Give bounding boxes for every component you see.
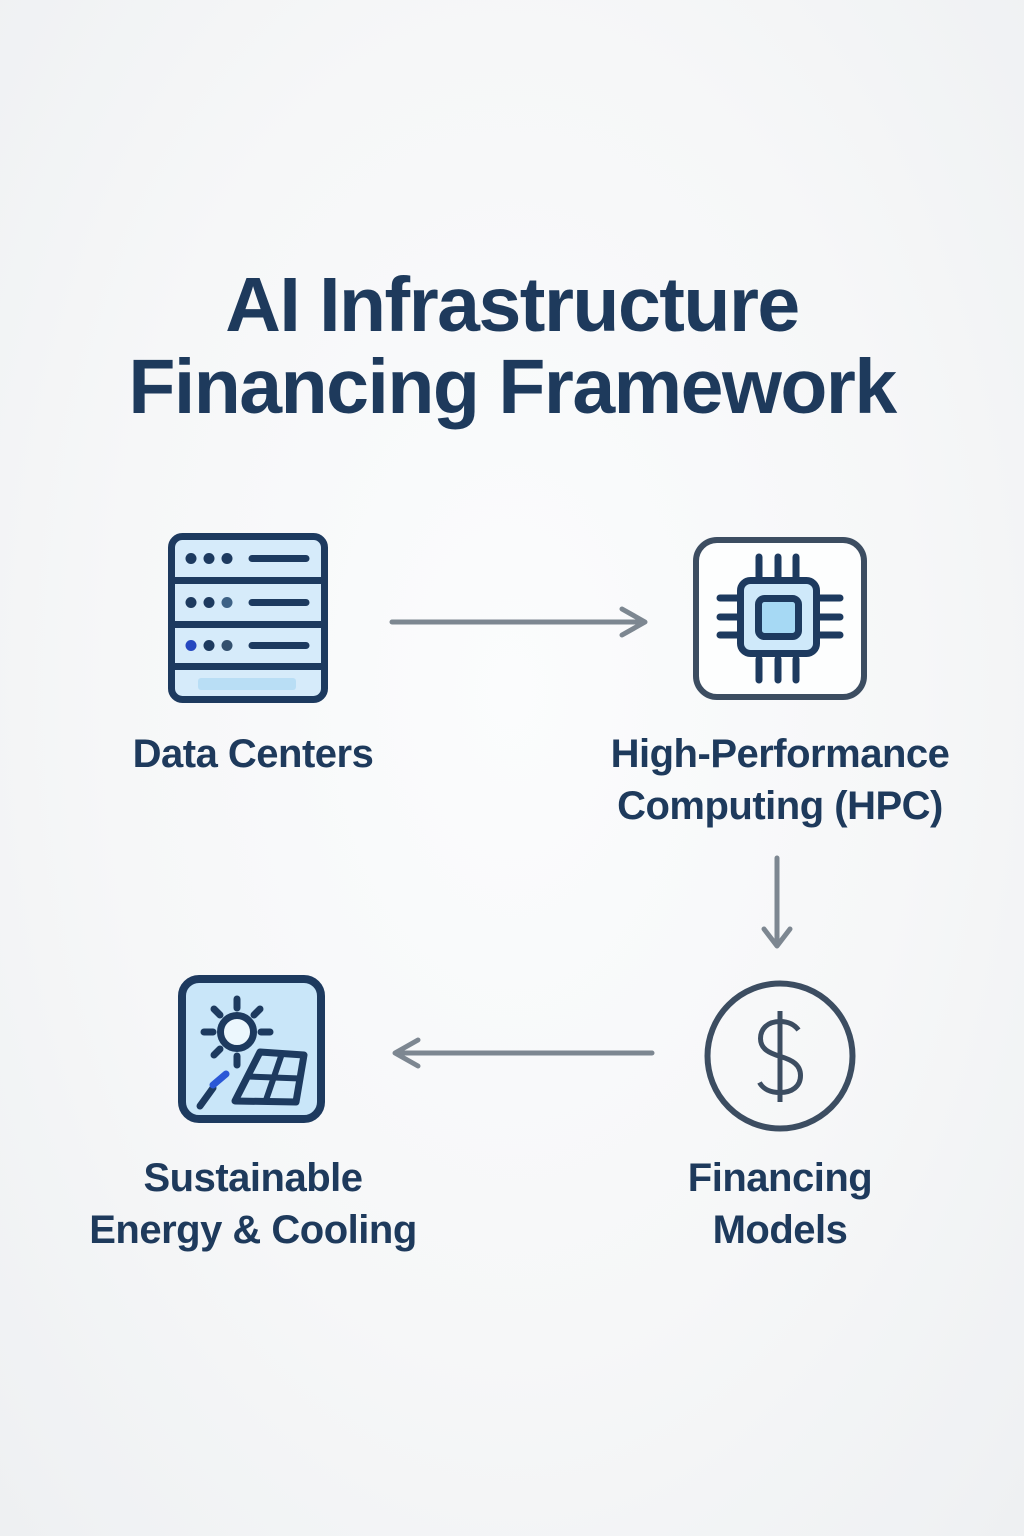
label-line: Energy & Cooling [89, 1208, 417, 1252]
panel-grid [196, 1048, 308, 1110]
label-line: Computing (HPC) [617, 784, 943, 828]
financing-label: Financing Models [560, 1152, 1000, 1256]
label-line: Sustainable [143, 1156, 363, 1200]
arrow-right-icon [389, 606, 648, 638]
sun-icon [200, 995, 274, 1069]
solar-panel-icon [178, 975, 325, 1123]
chip-icon [693, 537, 867, 700]
hpc-label: High-Performance Computing (HPC) [560, 728, 1000, 832]
label-line: Models [712, 1208, 848, 1252]
page-title: AI Infrastructure Financing Framework [0, 264, 1024, 428]
label-line: Financing [687, 1156, 873, 1200]
label-line: High-Performance [610, 732, 950, 776]
title-line-2: Financing Framework [128, 344, 897, 430]
sustainable-label: Sustainable Energy & Cooling [33, 1152, 473, 1256]
server-icon [168, 533, 328, 703]
datacenters-label: Data Centers [33, 728, 473, 780]
dollar-circle-icon [704, 980, 856, 1132]
label-line: Data Centers [132, 732, 374, 776]
title-line-1: AI Infrastructure [225, 262, 800, 348]
arrow-down-icon [761, 855, 793, 949]
arrow-left-icon [392, 1037, 655, 1069]
